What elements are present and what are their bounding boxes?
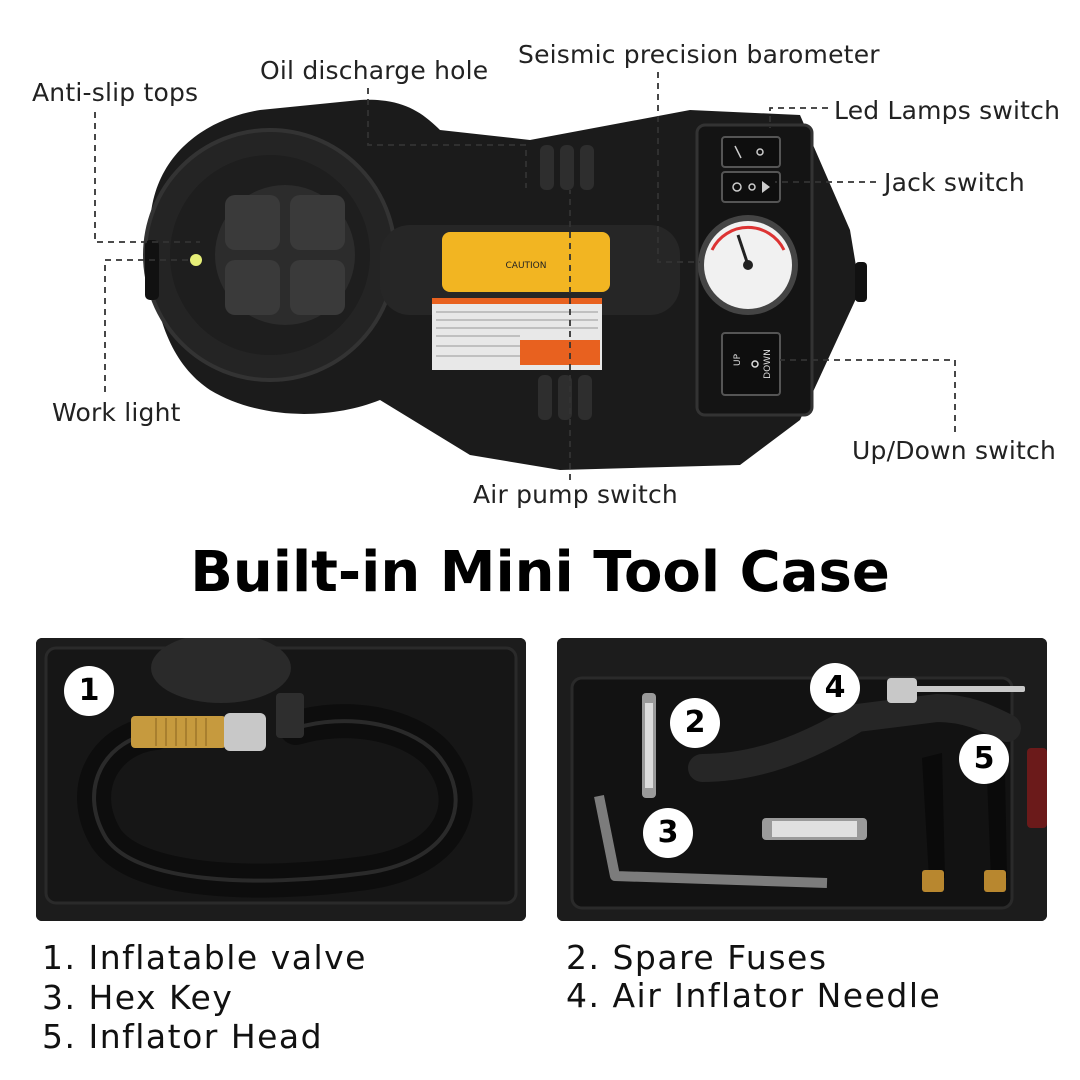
anti-slip-top: [215, 185, 355, 325]
label-work-light: Work light: [52, 398, 181, 427]
tools-illustration: [557, 638, 1047, 921]
label-updown-switch: Up/Down switch: [852, 436, 1056, 465]
badge-2: 2: [670, 698, 720, 748]
label-barometer: Seismic precision barometer: [518, 40, 880, 69]
badge-4: 4: [810, 663, 860, 713]
tool-case-photo-right: 2 3 4 5: [557, 638, 1047, 921]
work-light: [190, 254, 202, 266]
warning-label: [442, 232, 610, 292]
label-jack-switch: Jack switch: [884, 168, 1025, 197]
led-switch: [721, 136, 781, 168]
leader-lines: [94, 72, 956, 480]
label-oil-discharge-hole: Oil discharge hole: [260, 56, 489, 85]
pressure-gauge: [698, 215, 798, 315]
label-air-pump-switch: Air pump switch: [473, 480, 678, 509]
badge-1: 1: [64, 666, 114, 716]
jack-switch: [721, 171, 781, 203]
updown-switch: [721, 332, 781, 396]
caption-air-inflator-needle: 4. Air Inflator Needle: [566, 976, 942, 1015]
label-led-lamps-switch: Led Lamps switch: [834, 96, 1061, 125]
hose-illustration: [36, 638, 526, 921]
badge-5: 5: [959, 734, 1009, 784]
label-anti-slip-tops: Anti-slip tops: [32, 78, 199, 107]
device-illustration: CAUTION UP DOWN: [94, 72, 956, 480]
badge-3: 3: [643, 808, 693, 858]
svg-text:DOWN: DOWN: [763, 349, 773, 379]
headline: Built-in Mini Tool Case: [190, 540, 890, 605]
tool-case-photo-left: 1: [36, 638, 526, 921]
caption-inflator-head: 5. Inflator Head: [42, 1017, 324, 1056]
caption-inflatable-valve: 1. Inflatable valve: [42, 938, 367, 977]
caution-text: CAUTION: [506, 261, 547, 271]
svg-text:UP: UP: [733, 353, 743, 366]
caption-hex-key: 3. Hex Key: [42, 978, 234, 1017]
caption-spare-fuses: 2. Spare Fuses: [566, 938, 828, 977]
